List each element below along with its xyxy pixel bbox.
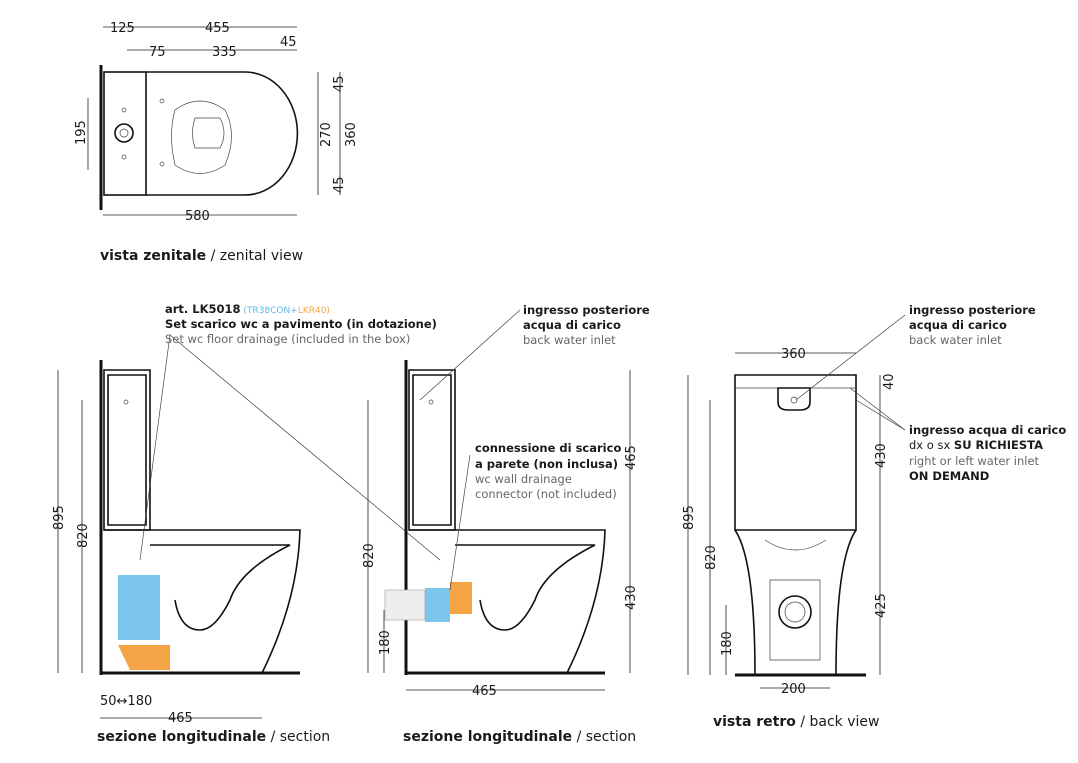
wall-connector <box>384 589 426 621</box>
screw-hole <box>159 161 165 167</box>
screw-hole <box>159 98 165 104</box>
dim-125: 125 <box>110 21 135 36</box>
floor-drain-orange <box>118 645 170 670</box>
dim-45: 45 <box>332 75 347 92</box>
screw-hole <box>121 107 127 113</box>
dim-200: 200 <box>781 682 806 697</box>
wall-drain-blue <box>425 588 450 622</box>
dim-270: 270 <box>319 122 334 147</box>
dim-40: 40 <box>882 373 897 390</box>
dim-75: 75 <box>149 45 166 60</box>
side-inlet-label-en: right or left water inlet <box>909 454 1040 468</box>
dim-195: 195 <box>74 120 89 145</box>
dim-335: 335 <box>212 45 237 60</box>
screw-hole <box>121 154 127 160</box>
dim-820: 820 <box>76 523 91 548</box>
dim-360: 360 <box>344 122 359 147</box>
floor-drain-blue <box>118 575 160 640</box>
connector-label-it: connessione di scarico <box>475 441 621 455</box>
dim-360: 360 <box>781 347 806 362</box>
inlet-label-en: back water inlet <box>523 333 616 347</box>
flush-button-icon <box>114 123 134 143</box>
side-inlet-label-it: dx o sx SU RICHIESTA <box>909 438 1043 452</box>
dim-465: 465 <box>168 711 193 726</box>
dim-455: 455 <box>205 21 230 36</box>
flush-button-inner <box>119 128 129 138</box>
dim-820: 820 <box>362 543 377 568</box>
section-floor-drain: 895 820 50↔180 465 art. LK5018 (TR38CON+… <box>52 302 441 745</box>
caption-section-2: sezione longitudinale / section <box>403 729 636 745</box>
side-inlet-label-en: ON DEMAND <box>909 469 989 483</box>
wall-drain-orange <box>450 582 472 614</box>
caption-top-view: vista zenitale / zenital view <box>100 248 303 264</box>
dim-50-180: 50↔180 <box>100 694 152 709</box>
inlet-label-it: ingresso posteriore <box>909 303 1036 317</box>
bowl-inner <box>171 100 232 174</box>
side-inlet-label-it: ingresso acqua di carico <box>909 423 1066 437</box>
drain-set-it: Set scarico wc a pavimento (in dotazione… <box>165 317 437 331</box>
dim-465: 465 <box>472 684 497 699</box>
dim-180: 180 <box>378 630 393 655</box>
dim-580: 580 <box>185 209 210 224</box>
inlet-label-it: acqua di carico <box>523 318 621 332</box>
dim-45: 45 <box>332 176 347 193</box>
dim-895: 895 <box>682 505 697 530</box>
dim-180: 180 <box>720 631 735 656</box>
connector-label-en: wc wall drainage <box>475 472 572 486</box>
dim-425: 425 <box>874 593 889 618</box>
dim-45: 45 <box>280 35 297 50</box>
dim-465: 465 <box>624 445 639 470</box>
bowl-outline <box>146 71 299 196</box>
section-wall-drain: 820 180 465 430 465 ingresso posteriore … <box>362 303 650 745</box>
tank-outline <box>103 71 147 196</box>
connector-label-en: connector (not included) <box>475 487 617 501</box>
dim-430: 430 <box>874 443 889 468</box>
caption-section-1: sezione longitudinale / section <box>97 729 330 745</box>
bowl-hole <box>192 117 225 149</box>
inlet-label-it: ingresso posteriore <box>523 303 650 317</box>
connector-label-it: a parete (non inclusa) <box>475 457 618 471</box>
inlet-label-en: back water inlet <box>909 333 1002 347</box>
inlet-label-it: acqua di carico <box>909 318 1007 332</box>
drain-set-en: Set wc floor drainage (included in the b… <box>165 332 410 346</box>
top-view: 125 455 75 335 45 580 195 45 270 360 45 … <box>74 21 359 264</box>
back-view: 360 40 430 425 895 820 180 200 ingresso … <box>682 303 1066 730</box>
dim-895: 895 <box>52 505 67 530</box>
dim-430: 430 <box>624 585 639 610</box>
caption-back-view: vista retro / back view <box>713 714 879 730</box>
article-label: art. LK5018 (TR38CON+LKR40) <box>165 302 330 316</box>
dim-820: 820 <box>704 545 719 570</box>
